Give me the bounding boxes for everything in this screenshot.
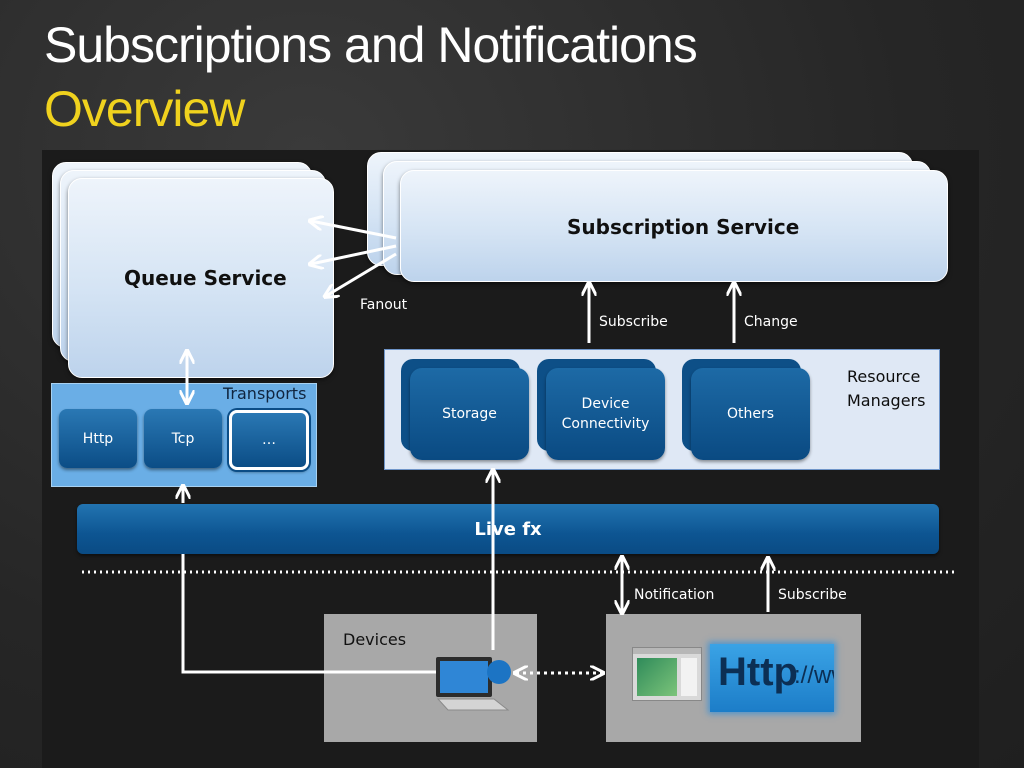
- browser-toolbar: [633, 648, 701, 654]
- devices-label: Devices: [343, 630, 407, 649]
- resource-managers-title-1: Resource: [847, 367, 921, 386]
- computer-icon: [436, 657, 511, 711]
- queue-service-box: [68, 178, 334, 378]
- subscription-service-label: Subscription Service: [567, 215, 800, 239]
- device-connectivity-manager: Device Connectivity: [546, 368, 665, 460]
- subscription-service-box: [400, 170, 948, 282]
- live-fx-label: Live fx: [474, 518, 542, 540]
- storage-manager: Storage: [410, 368, 529, 460]
- http-logo-www: ://www: [794, 662, 834, 689]
- device-connectivity-label-1: Device: [581, 396, 630, 412]
- transport-http: Http: [59, 409, 137, 468]
- browser-window-icon: [632, 647, 702, 701]
- fanout-label: Fanout: [360, 297, 408, 313]
- notification-label: Notification: [634, 587, 715, 603]
- storage-label: Storage: [442, 406, 497, 422]
- others-manager: Others: [691, 368, 810, 460]
- subscribe-bottom-label: Subscribe: [778, 587, 847, 603]
- device-connectivity-label-2: Connectivity: [561, 416, 650, 432]
- fanout-arrow-3: [326, 252, 397, 296]
- queue-service-label: Queue Service: [124, 266, 287, 290]
- http-logo-text: Http: [718, 650, 798, 694]
- fanout-arrow-2: [311, 244, 397, 264]
- transport-more: …: [229, 410, 309, 470]
- http-logo-icon: Http ://www: [710, 644, 834, 712]
- fanout-arrow-1: [311, 221, 397, 240]
- slide-subtitle: Overview: [44, 81, 245, 137]
- live-fx-bar: Live fx: [77, 504, 939, 554]
- change-label: Change: [744, 314, 798, 330]
- slide-title: Subscriptions and Notifications: [44, 17, 698, 73]
- resource-managers-title-2: Managers: [847, 391, 926, 410]
- subscribe-top-label: Subscribe: [599, 314, 668, 330]
- transports-title: Transports: [223, 384, 307, 403]
- browser-sidebar: [681, 658, 697, 696]
- transport-tcp: Tcp: [144, 409, 222, 468]
- others-label: Others: [726, 406, 775, 422]
- livefx-to-device-arrow: [181, 554, 478, 672]
- browser-content: [637, 658, 677, 696]
